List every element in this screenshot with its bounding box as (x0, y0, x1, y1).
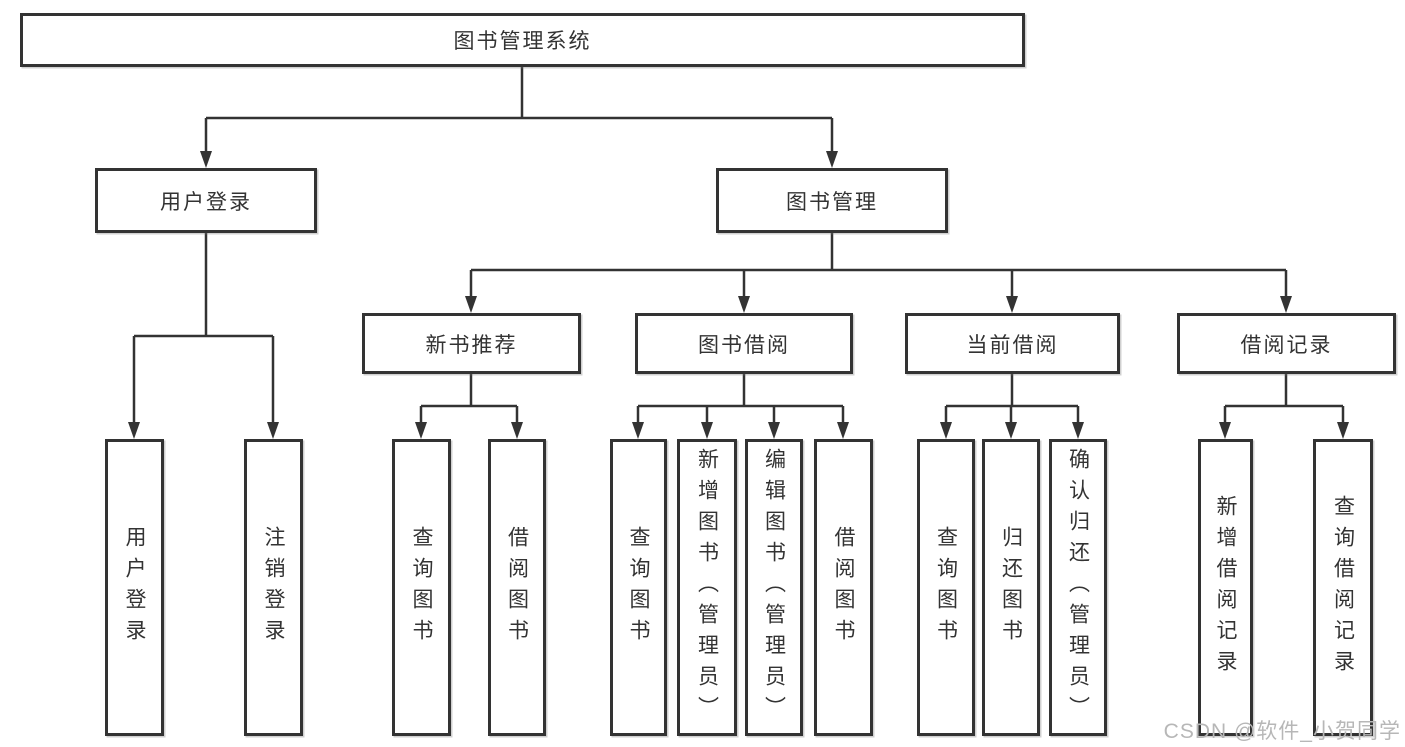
node-user-login: 用户登录 (95, 168, 317, 233)
node-book-borrow: 图书借阅 (635, 313, 853, 374)
leaf-borrow-book-label: 借阅图书 (832, 525, 855, 650)
leaf-borrow-book-recommend: 借阅图书 (488, 439, 546, 736)
leaf-query-book-current-label: 查询图书 (934, 525, 958, 650)
leaf-logout: 注销登录 (244, 439, 303, 736)
node-root: 图书管理系统 (20, 13, 1025, 67)
leaf-add-book-admin-label: 新增图书（管理员） (695, 448, 719, 727)
node-new-book-recommend: 新书推荐 (362, 313, 581, 374)
leaf-query-borrow-record-label: 查询借阅记录 (1331, 494, 1355, 681)
leaf-query-book-borrow-label: 查询图书 (627, 525, 650, 650)
node-borrow-records: 借阅记录 (1177, 313, 1396, 374)
leaf-confirm-return-admin-label: 确认归还（管理员） (1066, 448, 1090, 727)
leaf-add-book-admin: 新增图书（管理员） (677, 439, 737, 736)
leaf-edit-book-admin: 编辑图书（管理员） (745, 439, 803, 736)
leaf-add-borrow-record-label: 新增借阅记录 (1214, 494, 1237, 681)
leaf-add-borrow-record: 新增借阅记录 (1198, 439, 1253, 736)
node-current-borrow: 当前借阅 (905, 313, 1120, 374)
leaf-query-book-borrow: 查询图书 (610, 439, 667, 736)
leaf-borrow-book: 借阅图书 (814, 439, 873, 736)
leaf-logout-label: 注销登录 (262, 525, 285, 650)
leaf-return-book-label: 归还图书 (999, 525, 1023, 650)
leaf-borrow-book-recommend-label: 借阅图书 (505, 525, 529, 650)
leaf-query-borrow-record: 查询借阅记录 (1313, 439, 1373, 736)
leaf-user-login: 用户登录 (105, 439, 164, 736)
leaf-confirm-return-admin: 确认归还（管理员） (1049, 439, 1107, 736)
csdn-watermark: CSDN @软件_小贺同学 (1163, 720, 1401, 743)
leaf-query-book-recommend: 查询图书 (392, 439, 451, 736)
leaf-user-login-label: 用户登录 (123, 525, 146, 650)
leaf-edit-book-admin-label: 编辑图书（管理员） (762, 448, 786, 727)
node-book-management: 图书管理 (716, 168, 948, 233)
leaf-return-book: 归还图书 (982, 439, 1040, 736)
leaf-query-book-current: 查询图书 (917, 439, 975, 736)
leaf-query-book-recommend-label: 查询图书 (410, 525, 433, 650)
